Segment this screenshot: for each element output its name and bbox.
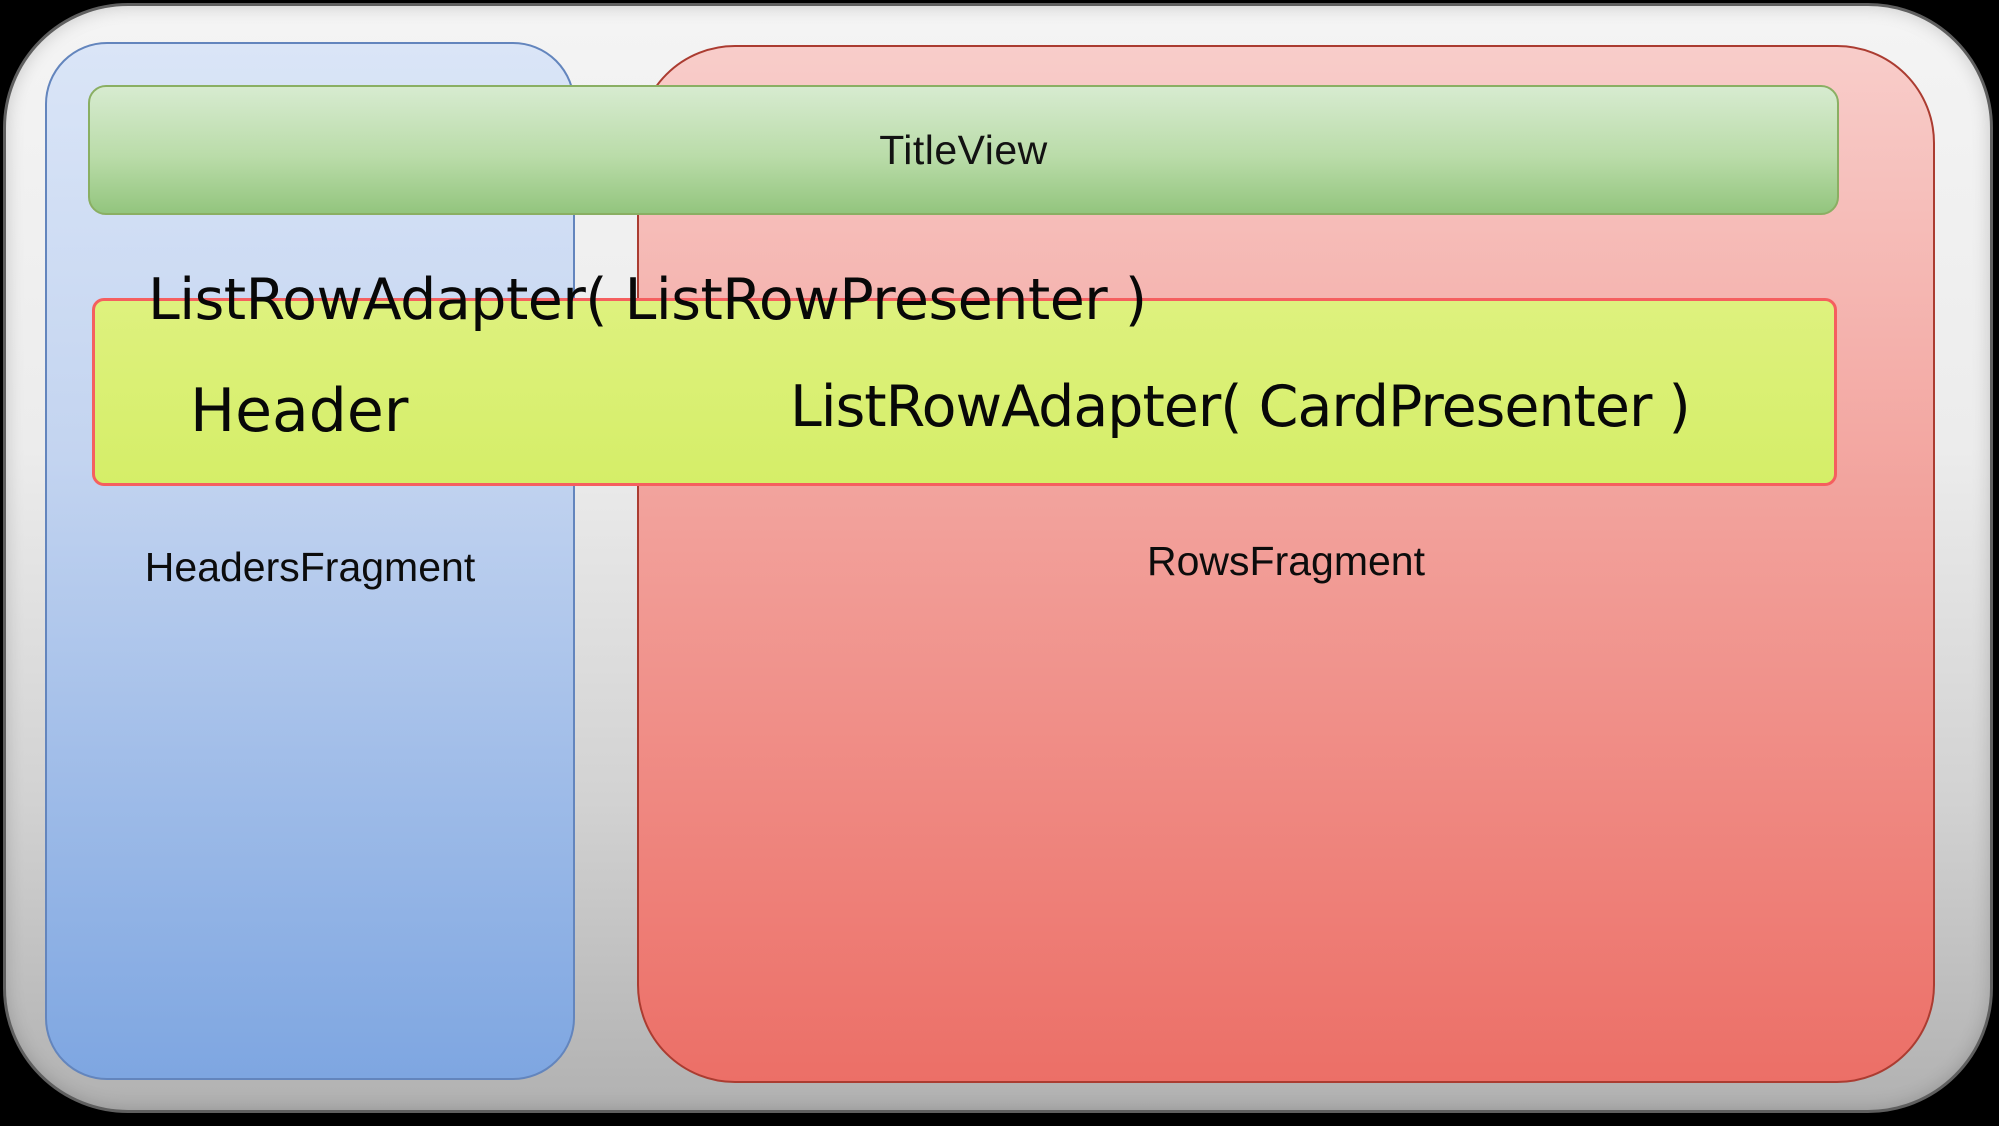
list-row-adapter-list-row-presenter-label: ListRowAdapter( ListRowPresenter ) xyxy=(148,267,1147,333)
headers-fragment-box xyxy=(45,42,575,1080)
headers-fragment-label: HeadersFragment xyxy=(144,544,476,590)
header-item-label: Header xyxy=(190,376,409,446)
title-view-bar: TitleView xyxy=(88,85,1839,215)
list-row-adapter-card-presenter-label: ListRowAdapter( CardPresenter ) xyxy=(790,374,1691,440)
rows-fragment-box xyxy=(637,45,1935,1083)
title-view-label: TitleView xyxy=(879,126,1048,173)
rows-fragment-label: RowsFragment xyxy=(1147,538,1425,584)
list-row-adapter-box xyxy=(92,298,1837,486)
